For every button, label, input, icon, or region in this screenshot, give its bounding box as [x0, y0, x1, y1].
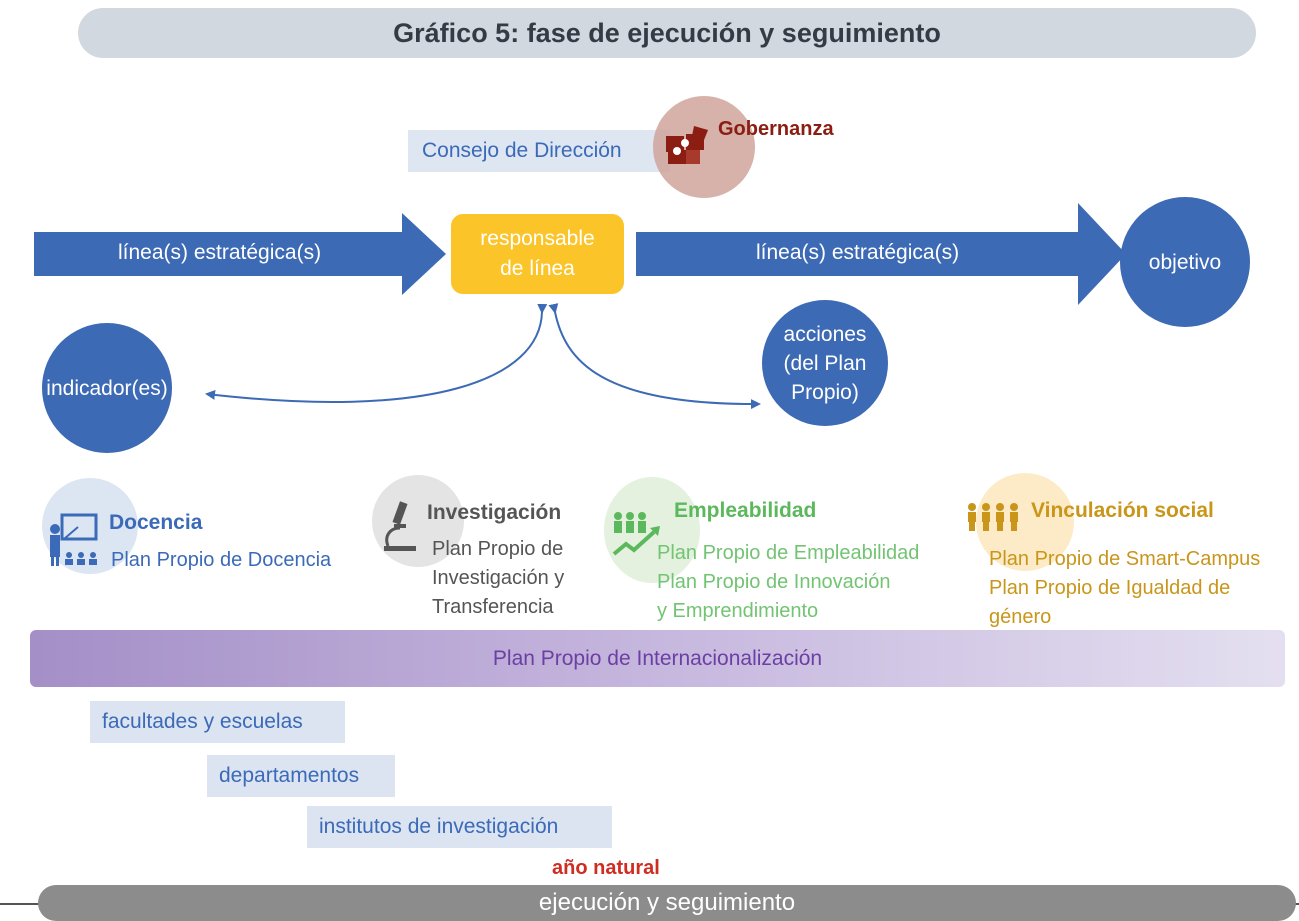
acciones-connector: [548, 303, 761, 410]
growth-people-icon: [612, 512, 660, 556]
docencia-title: Docencia: [109, 511, 203, 534]
acciones-line-3: Propio): [791, 380, 859, 404]
puzzle-icon: [666, 126, 708, 164]
investigacion-halo: [372, 475, 464, 567]
acciones-circle: acciones (del Plan Propio): [762, 300, 888, 426]
acciones-line-1: acciones: [783, 322, 867, 346]
empleabilidad-title: Empleabilidad: [674, 499, 817, 522]
microscope-icon: [384, 501, 416, 551]
objetivo-label: objetivo: [1148, 250, 1222, 274]
teacher-icon: [50, 513, 98, 566]
internacionalizacion-label: Plan Propio de Internacionalización: [492, 646, 823, 670]
left-strategic-arrow: [34, 213, 446, 295]
facultades-box: facultades y escuelas: [90, 701, 345, 743]
vinculacion-plan-3: género: [989, 606, 1052, 628]
ejecucion-seguimiento-bar: ejecución y seguimiento: [38, 885, 1296, 921]
objetivo-circle: objetivo: [1120, 197, 1250, 327]
departamentos-box: departamentos: [207, 755, 395, 797]
indicadores-circle: indicador(es): [42, 323, 172, 453]
ejecucion-seguimiento-label: ejecución y seguimiento: [538, 889, 796, 916]
investigacion-plan-1: Plan Propio de: [432, 538, 564, 560]
vinculacion-halo: [976, 473, 1074, 571]
gobernanza-label: Gobernanza: [718, 118, 834, 140]
internacionalizacion-bar: Plan Propio de Internacionalización: [30, 630, 1285, 687]
vinculacion-plan-2: Plan Propio de Igualdad de: [989, 577, 1231, 599]
investigacion-title: Investigación: [427, 501, 562, 524]
diagram-title: Gráfico 5: fase de ejecución y seguimien…: [78, 8, 1256, 58]
empleabilidad-plan-3: y Emprendimiento: [657, 600, 819, 622]
responsable-line-2: de línea: [500, 257, 575, 280]
right-strategic-arrow: [636, 203, 1126, 305]
empleabilidad-plan-2: Plan Propio de Innovación: [657, 571, 891, 593]
anio-natural-label: año natural: [552, 857, 660, 879]
responsable-box: responsable de línea: [451, 214, 624, 294]
institutos-box: institutos de investigación: [307, 806, 612, 848]
consejo-label: Consejo de Dirección: [408, 130, 670, 172]
community-icon: [968, 503, 1018, 531]
responsable-line-1: responsable: [480, 227, 595, 250]
left-arrow-label: línea(s) estratégica(s): [118, 241, 322, 264]
acciones-line-2: (del Plan: [783, 351, 867, 375]
vinculacion-plan-1: Plan Propio de Smart-Campus: [989, 548, 1261, 570]
investigacion-plan-2: Investigación y: [432, 567, 565, 589]
vinculacion-title: Vinculación social: [1031, 499, 1214, 522]
indicadores-label: indicador(es): [46, 376, 168, 400]
right-arrow-label: línea(s) estratégica(s): [756, 241, 960, 264]
timeline-left-tick: [0, 903, 40, 905]
docencia-plan: Plan Propio de Docencia: [111, 549, 332, 571]
empleabilidad-plan-1: Plan Propio de Empleabilidad: [657, 542, 920, 564]
investigacion-plan-3: Transferencia: [432, 596, 554, 618]
indicador-connector: [205, 303, 548, 403]
